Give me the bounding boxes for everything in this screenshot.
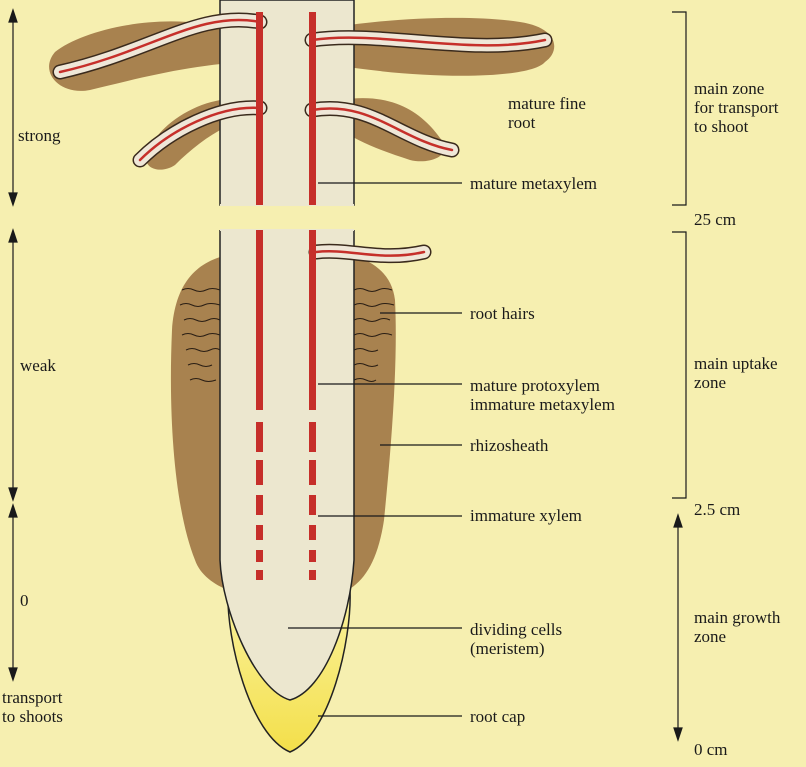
lower-fine-root xyxy=(308,243,432,264)
zero-label: 0 xyxy=(20,591,29,610)
left-arrows xyxy=(8,8,18,682)
transport-label: transport to shoots xyxy=(2,688,63,726)
xylem-strand xyxy=(309,12,316,205)
xylem-strand xyxy=(309,230,316,410)
root-hairs-group xyxy=(179,288,395,382)
dividing-cells-label: dividing cells (meristem) xyxy=(470,620,563,658)
distance-2-5cm: 2.5 cm xyxy=(694,500,741,519)
uptake-zone-label: main uptake zone xyxy=(694,354,778,392)
mature-fine-root-label: mature fine root xyxy=(508,94,586,132)
fine-roots xyxy=(52,12,553,168)
rhizosheath-label: rhizosheath xyxy=(470,436,549,455)
immature-xylem-label: immature xylem xyxy=(470,506,582,525)
root-hairs-label: root hairs xyxy=(470,304,535,323)
distance-0cm: 0 cm xyxy=(694,740,728,759)
distance-25cm: 25 cm xyxy=(694,210,737,229)
root-cap-label: root cap xyxy=(470,707,526,726)
xylem-strand xyxy=(256,12,263,205)
strong-label: strong xyxy=(18,126,61,145)
mature-protoxylem-label: mature protoxylem immature metaxylem xyxy=(470,376,615,414)
fine-root-sheath xyxy=(49,21,260,91)
weak-label: weak xyxy=(20,356,56,375)
growth-zone-label: main growth zone xyxy=(694,608,781,646)
leader-lines xyxy=(288,182,462,717)
growth-arrow xyxy=(673,513,683,742)
right-brackets xyxy=(672,11,687,499)
root-body-lower xyxy=(219,230,355,701)
transport-zone-label: main zone for transport to shoot xyxy=(694,79,779,136)
xylem-strand xyxy=(256,230,263,410)
mature-metaxylem-label: mature metaxylem xyxy=(470,174,597,193)
immature-xylem-dashes xyxy=(256,422,316,580)
